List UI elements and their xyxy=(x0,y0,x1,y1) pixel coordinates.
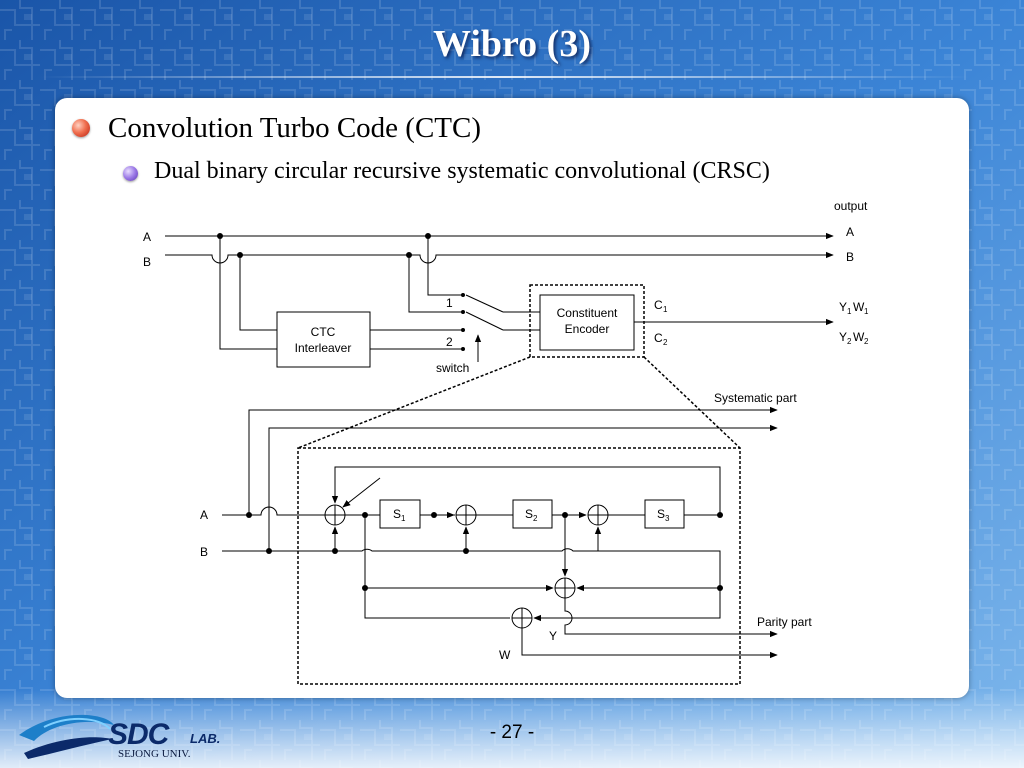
y-label: Y xyxy=(549,629,557,643)
line-b-to-switch xyxy=(408,255,463,313)
encoder-detail-frame xyxy=(297,447,741,685)
parity-part-label: Parity part xyxy=(757,615,812,629)
sdc-lab-logo-icon xyxy=(19,714,114,759)
bullet-level1-text: Convolution Turbo Code (CTC) xyxy=(108,112,482,144)
bottom-input-a-label: A xyxy=(200,508,208,522)
svg-text:1: 1 xyxy=(864,307,869,316)
input-b-label: B xyxy=(143,255,151,269)
svg-text:C: C xyxy=(654,298,663,312)
title-divider xyxy=(40,76,970,78)
svg-text:1: 1 xyxy=(847,307,852,316)
line-a-to-interleaver xyxy=(219,236,277,350)
interleaver-label-1: CTC xyxy=(311,325,336,339)
switch-position-2: 2 xyxy=(446,335,453,349)
svg-text:3: 3 xyxy=(665,514,670,523)
s1-label: S 1 xyxy=(393,507,406,523)
encoder-label-1: Constituent xyxy=(557,306,618,320)
svg-text:2: 2 xyxy=(533,514,538,523)
switch-blade-1 xyxy=(465,294,504,313)
line-systematic-a xyxy=(248,406,778,515)
line-input-b xyxy=(222,548,721,590)
c1-label: C 1 xyxy=(654,298,668,314)
line-to-w-adder-right xyxy=(533,590,721,622)
switch-blade-2 xyxy=(465,311,504,331)
bottom-input-b-label: B xyxy=(200,545,208,559)
svg-text:W: W xyxy=(853,300,865,314)
svg-text:W: W xyxy=(853,330,865,344)
svg-text:1: 1 xyxy=(401,514,406,523)
bottom-encoder-diagram xyxy=(222,406,778,685)
line-to-w-adder-left xyxy=(364,588,510,619)
svg-text:Y: Y xyxy=(839,300,847,314)
feedback-top xyxy=(331,466,721,515)
switch-position-1: 1 xyxy=(446,296,453,310)
content-panel xyxy=(55,98,969,698)
slide-title: Wibro (3) xyxy=(433,23,591,65)
output-label: output xyxy=(834,199,868,213)
c2-label: C 2 xyxy=(654,331,668,347)
s2-label: S 2 xyxy=(525,507,538,523)
top-encoder-diagram xyxy=(165,232,834,449)
line-a-to-switch xyxy=(427,236,463,296)
zoom-line-left xyxy=(297,356,531,449)
logo-brand: SDC xyxy=(108,718,169,751)
logo-lab: LAB. xyxy=(190,731,221,746)
w-label: W xyxy=(499,648,511,662)
line-systematic-b xyxy=(268,424,778,551)
svg-text:C: C xyxy=(654,331,663,345)
svg-text:2: 2 xyxy=(864,337,869,346)
register-s3 xyxy=(644,499,685,529)
bottom-junction-dots xyxy=(246,512,723,591)
svg-text:S: S xyxy=(525,507,533,521)
bullet-level1-icon xyxy=(72,119,90,137)
line-input-a xyxy=(222,506,325,516)
encoder-label-2: Encoder xyxy=(565,322,610,336)
s3-label: S 3 xyxy=(657,507,670,523)
line-w-output xyxy=(521,628,778,659)
input-a-label: A xyxy=(143,230,151,244)
bullet-level2-icon xyxy=(123,166,138,181)
line-y-output xyxy=(564,598,778,638)
bullet-level2-text: Dual binary circular recursive systemati… xyxy=(154,158,770,184)
svg-text:2: 2 xyxy=(663,338,668,347)
zoom-line-right xyxy=(643,356,741,449)
svg-text:S: S xyxy=(657,507,665,521)
svg-text:Y: Y xyxy=(839,330,847,344)
interleaver-label-2: Interleaver xyxy=(295,341,352,355)
systematic-part-label: Systematic part xyxy=(714,391,797,405)
line-b-to-interleaver xyxy=(239,255,277,331)
encoder-zoom-frame xyxy=(529,284,645,358)
logo-university: SEJONG UNIV. xyxy=(118,748,191,760)
feedback-diag xyxy=(342,477,381,508)
switch-label: switch xyxy=(436,361,469,375)
output-a-label: A xyxy=(846,225,854,239)
y2w2-label: Y 2 W 2 xyxy=(839,330,869,346)
svg-text:2: 2 xyxy=(847,337,852,346)
svg-text:1: 1 xyxy=(663,305,668,314)
page-number: - 27 - xyxy=(489,722,535,743)
line-b-output xyxy=(165,251,834,264)
register-s2 xyxy=(512,499,553,529)
output-b-label: B xyxy=(846,250,854,264)
svg-text:S: S xyxy=(393,507,401,521)
ctc-interleaver-box xyxy=(276,311,371,368)
top-junction-dots xyxy=(217,233,465,351)
register-s1 xyxy=(379,499,421,529)
y1w1-label: Y 1 W 1 xyxy=(839,300,869,316)
